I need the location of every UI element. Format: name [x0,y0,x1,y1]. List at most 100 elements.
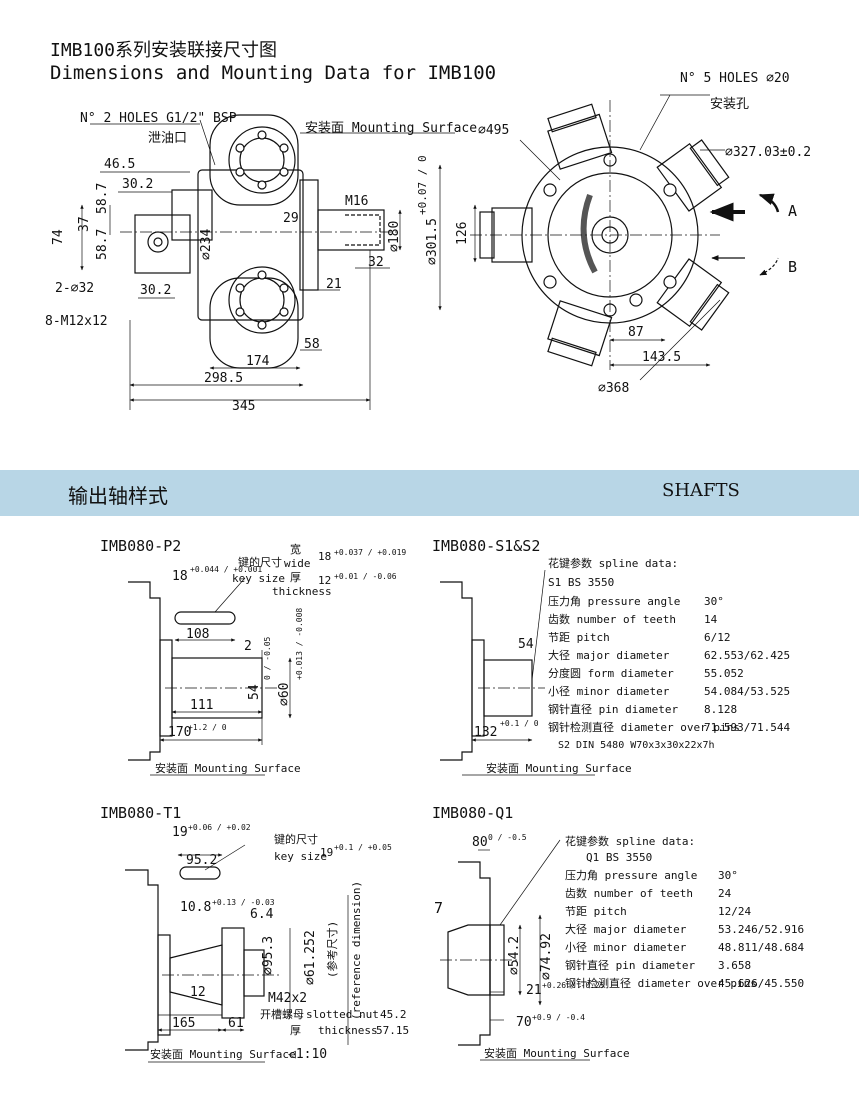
t1-thick-val: 57.15 [376,1024,409,1037]
p2-thick-en: thickness [272,585,332,598]
t1-key-en: key size [274,850,327,863]
shaft_s1-row-label: 小径 minor diameter [548,685,670,698]
t1-nut [221,927,245,1019]
t1-key [179,866,221,880]
q1-surface: 安装面 Mounting Surface [484,1046,630,1060]
p2-wide-en: wide [284,557,311,570]
t1-dim-95-2: 95.2 [186,853,217,868]
p2-thick-val: 12 [318,574,331,587]
dim-2-d32: 2-∅32 [55,281,94,296]
t1-dim-19-tol: +0.06 / +0.02 [188,823,251,832]
p2-dim-2: 2 [244,639,252,654]
front-view [80,114,455,410]
t1-dim-6-4: 6.4 [250,907,274,922]
dim-d327: ∅327.03±0.2 [725,145,811,160]
side-view-labels: N° 5 HOLES ∅20 安装孔 ∅495 ∅327.03±0.2 126 … [455,71,811,396]
shaft_s1-row-value: 71.593/71.544 [704,721,790,734]
shaft_q1-row-label: 齿数 number of teeth [565,887,693,900]
dim-30-2-bottom: 30.2 [140,283,171,298]
dim-d301: ∅301.5 [425,218,440,265]
dim-21: 21 [326,277,342,292]
shaft-p2-drawing [128,577,292,776]
dim-29: 29 [283,211,299,226]
p2-dim-108: 108 [186,627,209,642]
shaft-p2-labels: IMB080-P2 键的尺寸 key size 宽 wide 18 +0.037… [100,537,406,775]
shaft_q1-row-label: 节距 pitch [565,905,627,918]
drain-holes-label: N° 2 HOLES G1/2" BSP [80,111,237,126]
dim-126: 126 [455,222,470,245]
shaft_s1-row-value: 30° [704,595,724,608]
q1-dim-7: 7 [434,899,443,917]
mount-holes-label: N° 5 HOLES ∅20 [680,71,790,86]
p2-dim-d60-tol: +0.013 / -0.008 [295,608,304,680]
dim-58-7-a: 58.7 [95,183,110,214]
p2-key-width: 18 [172,569,188,584]
q1-dim-70: 70 [516,1015,532,1030]
shaft_s1-row-label: 分度圆 form diameter [548,666,674,680]
p2-key [174,611,236,625]
shaft-t1-labels: IMB080-T1 19 +0.06 / +0.02 键的尺寸 key size… [100,804,409,1062]
direction-b: B [788,258,797,276]
title-cn: IMB100系列安装联接尺寸图 [50,40,278,61]
dim-174: 174 [246,354,270,369]
shaft_q1-row-label: 钢针检测直径 diameter over pins [565,976,757,990]
t1-dim-61: 61 [228,1016,244,1031]
t1-surface: 安装面 Mounting Surface [150,1047,296,1061]
mount-hole-cn: 安装孔 [710,97,749,112]
p2-surface: 安装面 Mounting Surface [155,761,301,775]
s1-title: IMB080-S1&S2 [432,537,540,555]
shaft_s1-row-label: 节距 pitch [548,631,610,644]
t1-m42: M42x2 [268,991,307,1006]
t1-dim-19: 19 [172,825,188,840]
p2-dim-54: 54 [247,684,262,700]
s1-std: S1 BS 3550 [548,576,614,589]
shaft_q1-row-label: 钢针直径 pin diameter [565,958,695,972]
shaft-s1-labels: IMB080-S1&S2 花键参数 spline data: S1 BS 355… [432,537,790,775]
s1-dim-132: 132 [474,725,497,740]
dim-74: 74 [51,229,66,245]
t1-key-val: 19 [320,846,333,859]
shaft_q1-row-label: 压力角 pressure angle [565,869,697,882]
shaft_q1-row-value: 45.626/45.550 [718,977,804,990]
dim-298-5: 298.5 [204,371,243,386]
housing [197,169,304,321]
dim-58: 58 [304,337,320,352]
shaft-t1-drawing [125,844,349,1063]
shaft_q1-row-label: 小径 minor diameter [565,941,687,954]
p2-key-width-tol: +0.044 / +0.001 [190,565,262,574]
section-band: 输出轴样式 SHAFTS [0,470,859,516]
mounting-surface-label: 安装面 Mounting Surface [305,121,477,136]
t1-dim-d95-3: ∅95.3 [261,936,276,975]
p2-key-cn: 键的尺寸 [238,555,282,569]
t1-key-tol: +0.1 / +0.05 [334,843,392,852]
dim-d180: ∅180 [387,221,402,252]
dim-143-5: 143.5 [642,350,681,365]
section-title-cn: 输出轴样式 [68,484,168,508]
p2-thick-tol: +0.01 / -0.06 [334,572,397,581]
shaft_s1-row-label: 钢针检测直径 diameter over pins [548,720,740,734]
shaft_s1-row-value: 62.553/62.425 [704,649,790,662]
dim-8-m12: 8-M12x12 [45,314,108,329]
shaft_s1-row-value: 6/12 [704,631,731,644]
q1-dim-21-tol: +0.26 / -0.25 [542,981,605,990]
shaft_q1-row-value: 24 [718,887,732,900]
shaft_q1-row-value: 53.246/52.916 [718,923,804,936]
p2-dim-d60: ∅60 [277,683,292,706]
cylinder-cap-top [228,126,296,194]
section-title-en: SHAFTS [662,480,740,501]
shaft_q1-row-value: 3.658 [718,959,751,972]
p2-dim-170-tol: +1.2 / 0 [188,723,227,732]
p2-wide-tol: +0.037 / +0.019 [334,548,406,557]
direction-a: A [788,202,797,220]
q1-title: IMB080-Q1 [432,804,513,822]
t1-dim-10-8-tol: +0.13 / -0.03 [212,898,275,907]
q1-bore [447,924,491,996]
dim-d234: ∅234 [199,229,214,260]
t1-key-cn: 键的尺寸 [274,832,318,846]
dim-37: 37 [77,216,92,232]
shaft-q1-labels: IMB080-Q1 80 0 / -0.5 花键参数 spline data: … [432,804,804,1060]
shaft_s1-row-label: 压力角 pressure angle [548,595,680,608]
q1-dim-d54-2: ∅54.2 [507,936,522,975]
s1-dim-132-tol: +0.1 / 0 [500,719,539,728]
